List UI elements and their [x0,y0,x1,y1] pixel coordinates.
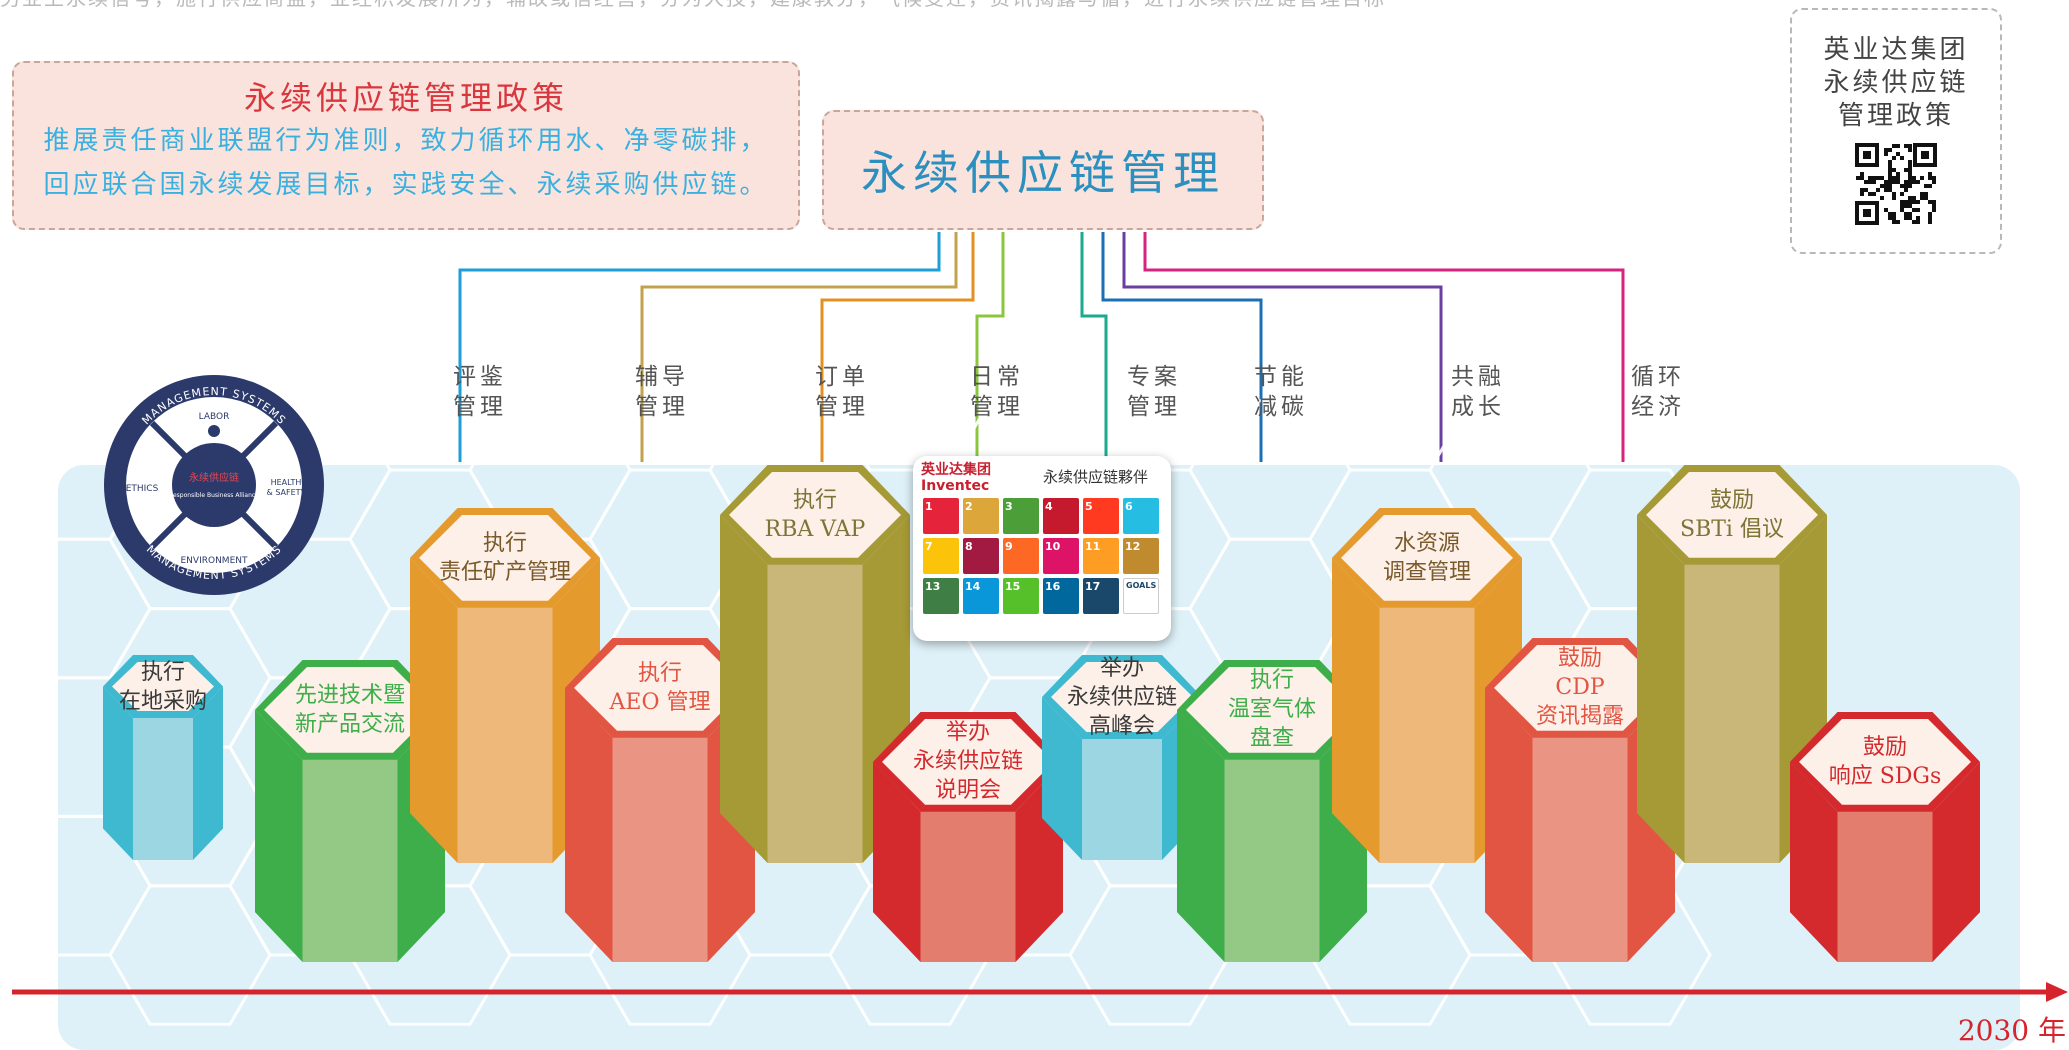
connector-line [1122,232,1443,462]
pillar-4 [565,638,755,962]
rba-emblem-icon: MANAGEMENT SYSTEMS MANAGEMENT SYSTEMS LA… [104,375,324,595]
sdg-goal-icon: 16 [1043,578,1079,614]
category-label: 循环经济 [1631,364,1685,420]
sdg-goal-icon: GOALS [1123,578,1159,614]
pillar-label: 执行温室气体盘查 [1227,668,1316,752]
pillar-9 [1332,508,1522,863]
sdg-goal-icon: 9 [1003,538,1039,574]
qr-code-icon[interactable] [1855,143,1937,225]
inventec-logo: 英业达集团 Inventec [921,462,991,494]
timeline-year-label: 2030 年 [1957,1014,2066,1047]
sdg-goal-icon: 11 [1083,538,1119,574]
sdg-goal-icon: 12 [1123,538,1159,574]
emblem-environment: ENVIRONMENT [181,556,248,566]
pillar-6 [873,712,1063,962]
emblem-center-en: Responsible Business Alliance [169,492,259,499]
sdg-goal-icon: 14 [963,578,999,614]
category-label: 专案管理 [1127,364,1181,420]
pillar-3 [410,508,600,863]
sdg-goal-icon: 6 [1123,498,1159,534]
pillar-label: 举办永续供应链高峰会 [1066,655,1177,739]
emblem-labor: LABOR [199,412,230,422]
connector-lines [458,232,1625,462]
top-partial-text: 另业上永续信号，施行供应商监，业经积发展所为，辅故或信经营，分为大技，建康教分，… [0,0,1680,10]
policy-line-1: 推展责任商业联盟行为准则，致力循环用水、净零碳排， [43,126,769,156]
policy-box: 永续供应链管理政策 推展责任商业联盟行为准则，致力循环用水、净零碳排， 回应联合… [12,61,800,230]
pillar-label: 举办永续供应链说明会 [912,720,1023,804]
pillar-12 [1790,712,1980,962]
category-label: 日常管理 [970,364,1024,420]
sdg-goal-icon: 17 [1083,578,1119,614]
category-label: 评鉴管理 [453,364,507,420]
pillar-label: 鼓励响应 SDGs [1828,734,1942,789]
qr-caption-line-3: 管理政策 [1837,101,1954,131]
connector-line [1143,232,1625,462]
sdg-goal-icon: 2 [963,498,999,534]
main-title: 永续供应链管理 [861,146,1225,200]
labor-icon [208,425,220,437]
pillar-1 [103,655,223,860]
connector-line [640,232,958,462]
pillar-2 [255,660,445,962]
connector-line [975,232,1005,462]
connector-line [1080,232,1108,462]
sdg-goal-icon: 10 [1043,538,1079,574]
category-label: 节能减碳 [1254,364,1308,420]
category-label: 辅导管理 [635,364,689,420]
sdg-goal-icon: 5 [1083,498,1119,534]
pillar-10 [1485,638,1675,962]
pillar-11 [1637,465,1827,863]
pillar-5 [720,465,910,863]
sdg-card-title: 永续供应链夥伴 [1043,468,1149,486]
sdg-goal-icon: 1 [923,498,959,534]
policy-line-2: 回应联合国永续发展目标，实践安全、永续采购供应链。 [43,170,769,200]
pillar-label: 先进技术暨新产品交流 [294,682,405,737]
sdg-goal-icon: 15 [1003,578,1039,614]
emblem-health: HEALTH [271,478,302,487]
emblem-ethics: ETHICS [126,484,159,494]
pillar-label: 水资源调查管理 [1382,530,1471,585]
pillar-8 [1177,660,1367,962]
qr-caption-line-1: 英业达集团 [1823,35,1969,65]
inventec-logo-en: Inventec [921,478,990,494]
connector-line [458,232,941,462]
main-title-box: 永续供应链管理 [822,110,1264,230]
pillar-7 [1042,655,1202,860]
sdg-goal-icon: 13 [923,578,959,614]
sdg-goal-icon: 3 [1003,498,1039,534]
pillar-label: 执行责任矿产管理 [438,530,571,585]
policy-title: 永续供应链管理政策 [243,79,568,117]
connector-line [820,232,975,462]
qr-caption-line-2: 永续供应链 [1823,68,1969,98]
inventec-logo-cn: 英业达集团 [921,462,991,478]
emblem-safety: & SAFETY [267,488,306,497]
sdg-goal-icon: 4 [1043,498,1079,534]
pillar-label: 执行在地采购 [118,659,207,714]
sdg-goal-icon: 8 [963,538,999,574]
emblem-center-cn: 永续供应链 [189,471,239,484]
connector-line [1101,232,1263,462]
category-label: 订单管理 [815,364,869,420]
category-label: 共融成长 [1451,364,1505,420]
qr-box[interactable]: 英业达集团 永续供应链 管理政策 [1790,8,2002,254]
sdg-goal-icon: 7 [923,538,959,574]
